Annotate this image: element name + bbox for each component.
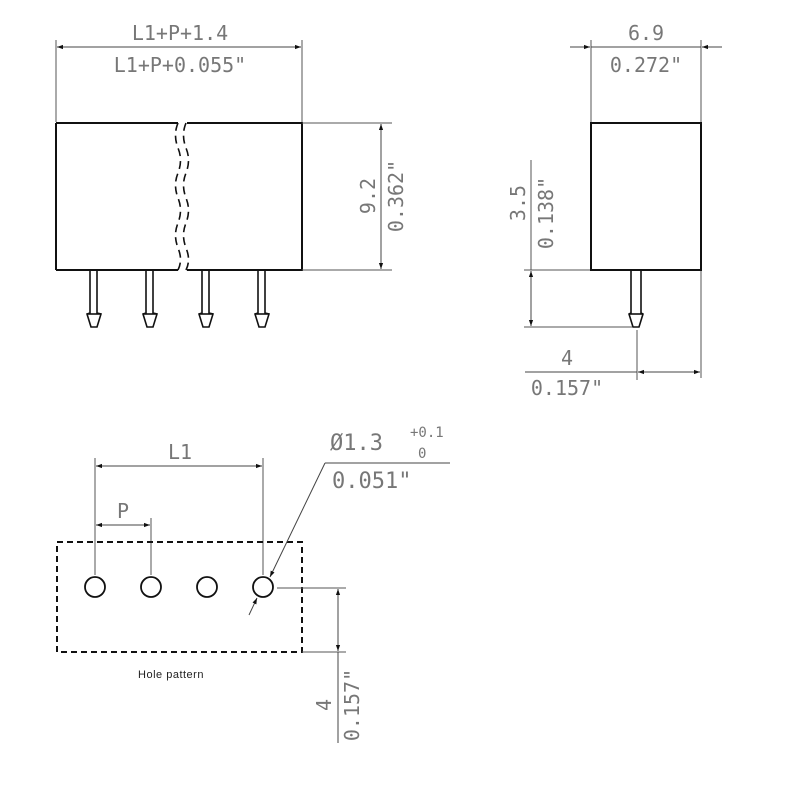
side-view: 6.9 0.272" 3.5 0.138" 4 0.157" [506,21,722,400]
connector-body [56,122,303,271]
edge-offset-mm: 4 [312,699,336,711]
hole [196,576,218,598]
pin-offset-in: 0.157" [531,376,603,400]
break-line [174,122,182,271]
tolerance-lower: 0 [418,446,426,462]
front-width-in: L1+P+0.055" [114,53,246,77]
break-line [182,122,190,271]
pins [86,271,271,328]
hole [252,576,274,598]
front-width-mm: L1+P+1.4 [132,21,228,45]
side-pin [628,271,644,328]
pin [142,271,159,328]
front-height-in: 0.362" [384,160,408,232]
pitch-label: P [117,499,129,523]
front-height-mm: 9.2 [356,178,380,214]
hole [140,576,162,598]
footprint-outline [56,541,303,653]
edge-offset-in: 0.157" [340,669,364,741]
tolerance-upper: +0.1 [410,425,444,441]
hole-pattern-caption: Hole pattern [138,669,204,681]
hole-diameter-in: 0.051" [332,469,411,494]
hole-diameter-mm: Ø1.3 [330,431,383,456]
diameter-leader [269,462,326,578]
side-width-in: 0.272" [610,53,682,77]
l1-label: L1 [168,440,192,464]
front-view: L1+P+1.4 L1+P+0.055" 9.2 0.362" [55,21,408,328]
side-body [590,122,702,271]
hole-pattern-view: L1 P Ø1.3 +0.1 0 0.051" 4 0.157" Hole pa… [56,425,450,743]
pin [198,271,215,328]
side-width-mm: 6.9 [628,21,664,45]
pin-length-in: 0.138" [534,177,558,249]
pin-offset-mm: 4 [561,346,573,370]
pin [86,271,103,328]
pin-length-mm: 3.5 [506,185,530,221]
pin [254,271,271,328]
hole [84,576,106,598]
